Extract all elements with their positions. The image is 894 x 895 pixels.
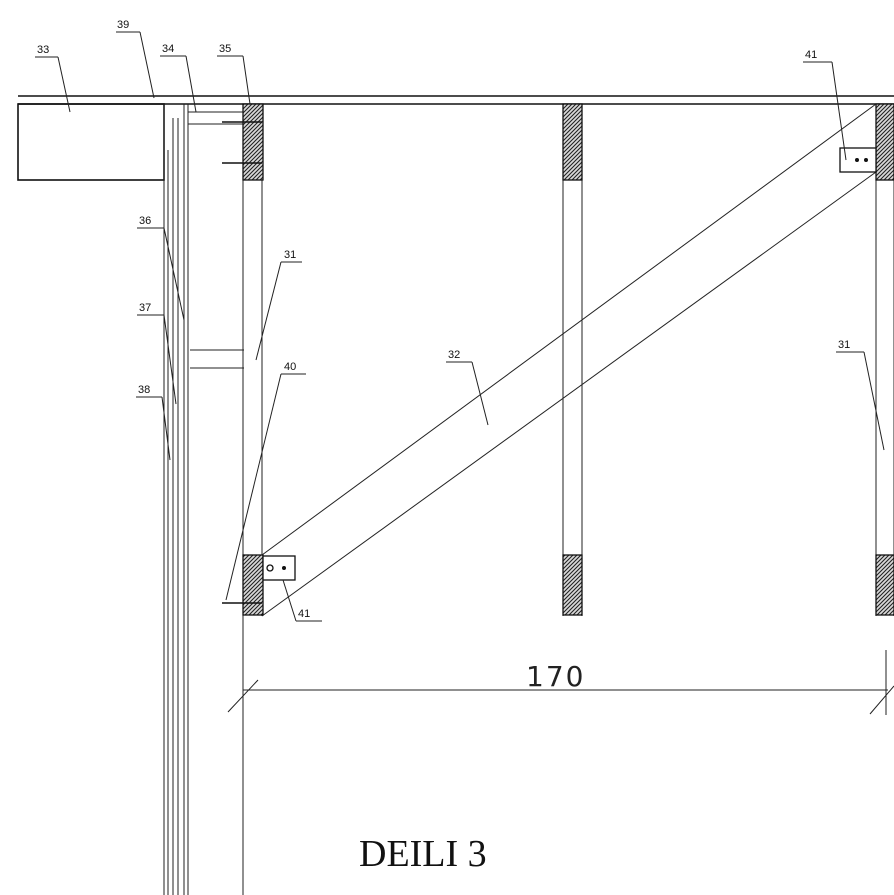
drawing-caption: DEILI 3 <box>359 833 487 875</box>
label-40: 40 <box>284 361 296 373</box>
label-31-right: 31 <box>838 339 850 351</box>
label-41-bottom: 41 <box>298 608 310 620</box>
plate-41-bottom <box>262 555 296 581</box>
label-34: 34 <box>162 43 174 55</box>
label-32: 32 <box>448 349 460 361</box>
label-37: 37 <box>139 302 151 314</box>
block-33 <box>17 103 165 181</box>
vertical-pipes <box>163 104 189 895</box>
dimension-label: 170 <box>526 660 585 693</box>
leader-lines <box>35 31 885 622</box>
label-31-left: 31 <box>284 249 296 261</box>
label-38: 38 <box>138 384 150 396</box>
middle-post <box>562 103 583 616</box>
dimension-170 <box>227 650 894 715</box>
plate-41-top <box>839 147 877 173</box>
right-post-31 <box>875 103 894 616</box>
label-39: 39 <box>117 19 129 31</box>
label-35: 35 <box>219 43 231 55</box>
diagonal-brace-32 <box>261 103 877 617</box>
label-33: 33 <box>37 44 49 56</box>
bracket-34 <box>188 111 244 369</box>
label-41-top: 41 <box>805 49 817 61</box>
label-36: 36 <box>139 215 151 227</box>
left-post-31 <box>222 103 264 895</box>
top-beam <box>18 95 894 105</box>
